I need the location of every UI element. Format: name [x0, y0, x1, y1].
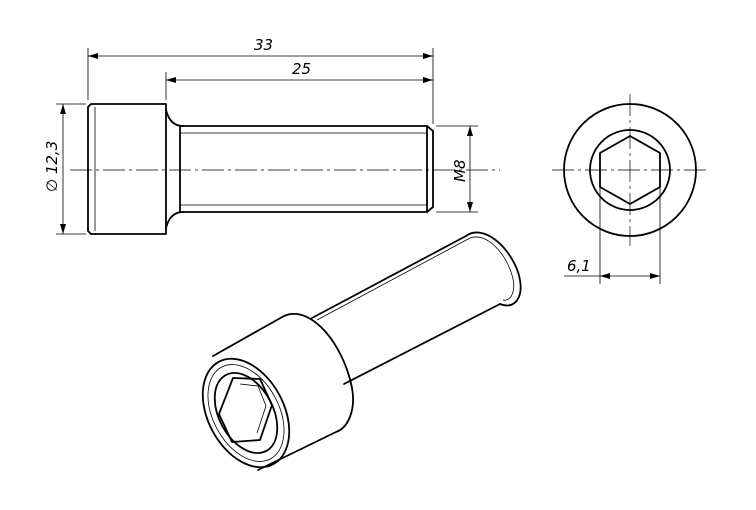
bolt-shank-iso [311, 231, 522, 385]
dim-socket-size: 6,1 [564, 187, 661, 284]
side-view: 33 25 ∅ 12,3 M8 [43, 36, 500, 235]
isometric-view [201, 231, 522, 471]
bolt-shank-side [179, 125, 434, 213]
shank-length-label: 25 [292, 60, 311, 78]
overall-length-label: 33 [254, 36, 273, 54]
end-view: 6,1 [552, 94, 710, 284]
dim-shank-length: 25 [165, 60, 433, 100]
head-diameter-label: ∅ 12,3 [43, 141, 61, 192]
socket-size-label: 6,1 [567, 257, 591, 275]
dim-head-diameter: ∅ 12,3 [43, 103, 86, 235]
thread-label: M8 [451, 160, 469, 183]
bolt-head-iso [201, 313, 354, 471]
dim-thread: M8 [436, 125, 478, 213]
dim-overall-length: 33 [87, 36, 434, 124]
bolt-head-side [87, 103, 184, 235]
